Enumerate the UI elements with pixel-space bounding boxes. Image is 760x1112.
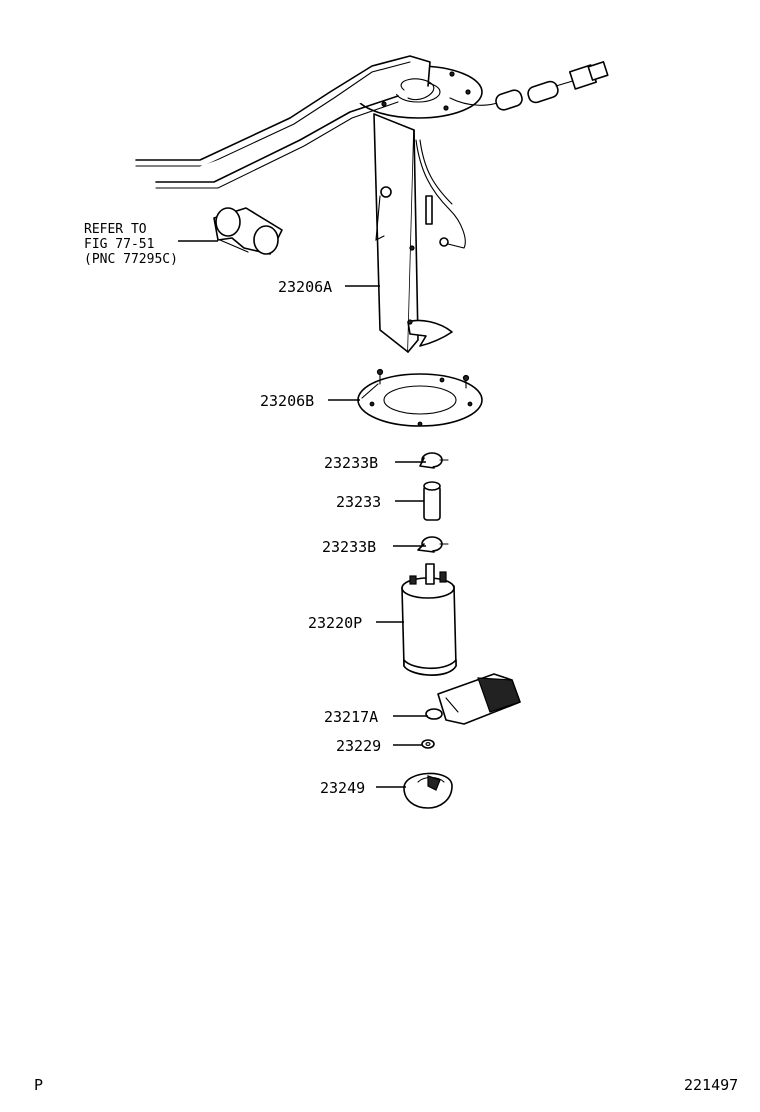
cushion-illustration xyxy=(403,772,453,809)
reference-note-line1: REFER TO xyxy=(84,222,147,237)
fuel-pump-illustration xyxy=(401,563,457,676)
clamp-reference-illustration xyxy=(213,207,283,255)
callout-23229: 23229 xyxy=(336,737,381,755)
callout-23220P: 23220P xyxy=(308,614,362,632)
callout-23206B: 23206B xyxy=(260,392,314,410)
fuel-pump-bracket-illustration xyxy=(135,55,609,353)
fuel-filter-illustration xyxy=(425,673,521,725)
fuel-hose-illustration xyxy=(423,481,441,521)
figure-number: 221497 xyxy=(684,1076,738,1094)
callout-23206A: 23206A xyxy=(278,278,332,296)
callout-23233B-top: 23233B xyxy=(324,454,378,472)
callout-23233B-bottom: 23233B xyxy=(322,538,376,556)
callout-23233: 23233 xyxy=(336,493,381,511)
gasket-illustration xyxy=(357,368,483,427)
leader-lines xyxy=(178,240,428,788)
washer-illustration xyxy=(421,739,435,749)
callout-23217A: 23217A xyxy=(324,708,378,726)
corner-code-left: P xyxy=(34,1076,43,1094)
hose-clamp-top-illustration xyxy=(419,452,449,469)
reference-note-line2: FIG 77-51 xyxy=(84,237,154,252)
hose-clamp-bottom-illustration xyxy=(417,536,449,553)
callout-23249: 23249 xyxy=(320,779,365,797)
reference-note-line3: (PNC 77295C) xyxy=(84,252,178,267)
